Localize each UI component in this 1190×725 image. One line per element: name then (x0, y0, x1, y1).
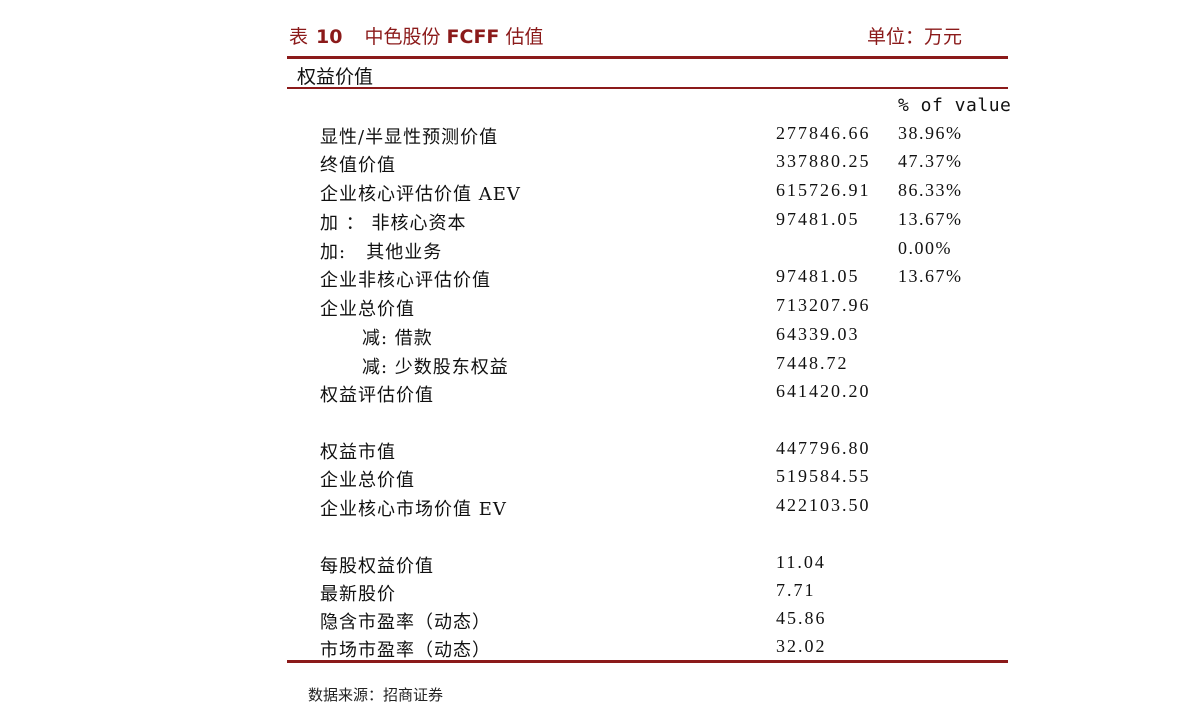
row-label: 隐含市盈率（动态） (320, 612, 491, 633)
table-row: 企业核心评估价值 AEV 615726.91 86.33% (0, 180, 1190, 208)
table-row: 每股权益价值 11.04 (0, 552, 1190, 580)
row-pct: 47.37% (898, 151, 963, 171)
row-label: 终值价值 (320, 155, 396, 176)
table-row: 终值价值 337880.25 47.37% (0, 151, 1190, 179)
row-value: 11.04 (776, 552, 826, 572)
row-value: 7448.72 (776, 353, 849, 373)
table-row: 企业总价值 519584.55 (0, 466, 1190, 494)
row-pct: 13.67% (898, 209, 963, 229)
row-label: 显性/半显性预测价值 (320, 127, 499, 148)
row-value: 277846.66 (776, 123, 871, 143)
row-value: 97481.05 (776, 209, 860, 229)
table-row: 市场市盈率（动态） 32.02 (0, 636, 1190, 664)
row-value: 7.71 (776, 580, 816, 600)
table-title: 表 10 中色股份 FCFF 估值 (289, 22, 543, 49)
row-value: 45.86 (776, 608, 827, 628)
table-title-method: FCFF (446, 26, 500, 48)
row-value: 422103.50 (776, 495, 871, 515)
table-title-suffix: 估值 (505, 26, 544, 48)
row-label: 权益评估价值 (320, 385, 434, 406)
table-row: 减: 少数股东权益 7448.72 (0, 353, 1190, 381)
row-label: 企业总价值 (320, 470, 415, 491)
section-header: 权益价值 (297, 66, 374, 88)
data-source-note: 数据来源：招商证券 (308, 686, 444, 704)
row-label: 减: 借款 (362, 328, 433, 349)
row-label: 权益市值 (320, 442, 396, 463)
table-row: 企业非核心评估价值 97481.05 13.67% (0, 266, 1190, 294)
table-row: 企业核心市场价值 EV 422103.50 (0, 495, 1190, 523)
row-label: 企业非核心评估价值 (320, 270, 491, 291)
table-number: 10 (316, 26, 343, 48)
unit-label: 单位：万元 (867, 26, 963, 48)
row-label: 企业总价值 (320, 299, 415, 320)
row-label: 市场市盈率（动态） (320, 640, 491, 661)
row-label: 加: 其他业务 (320, 242, 443, 263)
table-row: 隐含市盈率（动态） 45.86 (0, 608, 1190, 636)
table-title-row: 表 10 中色股份 FCFF 估值 单位：万元 (287, 22, 1008, 50)
table-row: 显性/半显性预测价值 277846.66 38.96% (0, 123, 1190, 151)
row-pct: 86.33% (898, 180, 963, 200)
row-value: 97481.05 (776, 266, 860, 286)
table-title-prefix: 表 (289, 26, 309, 48)
row-pct: 13.67% (898, 266, 963, 286)
row-value: 713207.96 (776, 295, 871, 315)
row-label: 最新股价 (320, 584, 396, 605)
table-row: 最新股价 7.71 (0, 580, 1190, 608)
row-pct: 38.96% (898, 123, 963, 143)
pct-column-header: % of value (898, 95, 1012, 116)
row-value: 641420.20 (776, 381, 871, 401)
row-value: 447796.80 (776, 438, 871, 458)
row-value: 64339.03 (776, 324, 860, 344)
table-title-name: 中色股份 (364, 26, 441, 48)
bottom-rule (287, 660, 1008, 663)
row-label: 减: 少数股东权益 (362, 357, 509, 378)
row-value: 615726.91 (776, 180, 871, 200)
table-row: 权益市值 447796.80 (0, 438, 1190, 466)
table-row: 减: 借款 64339.03 (0, 324, 1190, 352)
table-row: 企业总价值 713207.96 (0, 295, 1190, 323)
header-rule (287, 87, 1008, 89)
row-pct: 0.00% (898, 238, 952, 258)
table-row: 权益评估价值 641420.20 (0, 381, 1190, 409)
table-row: 加: 其他业务 0.00% (0, 238, 1190, 266)
row-label: 加 ： 非核心资本 (320, 213, 467, 234)
row-label: 企业核心市场价值 EV (320, 499, 507, 520)
row-value: 337880.25 (776, 151, 871, 171)
top-rule (287, 56, 1008, 59)
row-value: 32.02 (776, 636, 827, 656)
row-label: 企业核心评估价值 AEV (320, 184, 521, 205)
row-label: 每股权益价值 (320, 556, 434, 577)
row-value: 519584.55 (776, 466, 871, 486)
table-row: 加 ： 非核心资本 97481.05 13.67% (0, 209, 1190, 237)
